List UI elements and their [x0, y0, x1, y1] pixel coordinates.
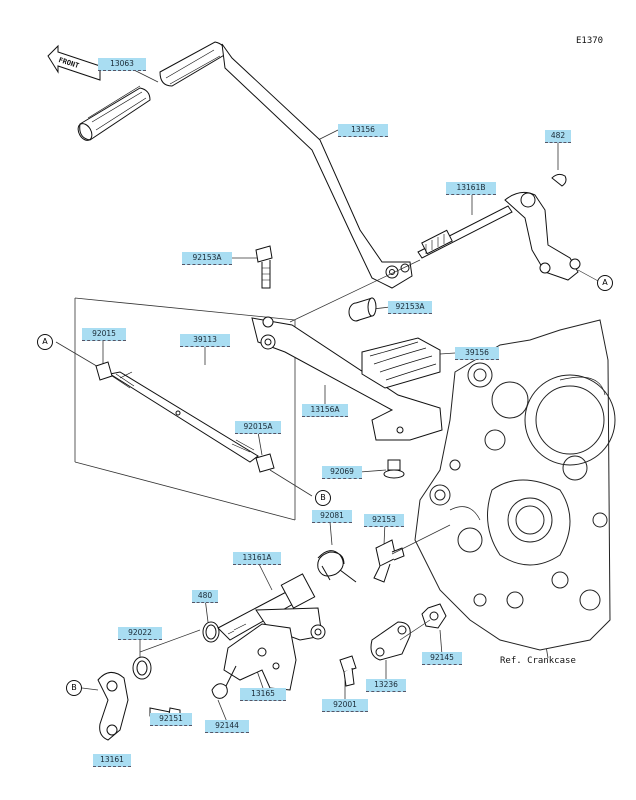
crankcase — [414, 319, 616, 651]
pedal-rubber — [77, 85, 151, 141]
ring-480 — [202, 621, 220, 643]
part-label-39113[interactable]: 39113 — [180, 334, 230, 347]
part-label-92144[interactable]: 92144 — [205, 720, 249, 733]
ref-circle-b-left: B — [66, 680, 82, 696]
part-label-39156[interactable]: 39156 — [455, 347, 499, 360]
bolt-92001 — [339, 655, 357, 687]
part-label-13161[interactable]: 13161 — [93, 754, 131, 767]
pin-92153 — [373, 539, 405, 583]
part-label-13161a[interactable]: 13161A — [233, 552, 281, 565]
part-label-13156a[interactable]: 13156A — [302, 404, 348, 417]
part-label-13236[interactable]: 13236 — [366, 679, 406, 692]
nut-92145 — [421, 603, 447, 629]
part-label-92153a-upper[interactable]: 92153A — [182, 252, 232, 265]
spring-92144 — [211, 665, 237, 699]
bolt-92153a-upper — [255, 245, 273, 289]
bolt-92069 — [383, 459, 405, 479]
part-label-92001[interactable]: 92001 — [322, 699, 368, 712]
shaft-b — [417, 173, 581, 281]
part-label-92151[interactable]: 92151 — [150, 713, 192, 726]
part-label-13161b[interactable]: 13161B — [446, 182, 496, 195]
part-label-482[interactable]: 482 — [545, 130, 571, 143]
part-label-480[interactable]: 480 — [192, 590, 218, 603]
ref-circle-a-right: A — [597, 275, 613, 291]
ref-crankcase-label: Ref. Crankcase — [500, 656, 576, 666]
part-label-92145[interactable]: 92145 — [422, 652, 462, 665]
washer-92022 — [132, 656, 152, 680]
part-label-13156[interactable]: 13156 — [338, 124, 388, 137]
part-label-92069[interactable]: 92069 — [322, 466, 362, 479]
part-label-13063[interactable]: 13063 — [98, 58, 146, 71]
part-label-92022[interactable]: 92022 — [118, 627, 162, 640]
pedal-rubber-39156 — [361, 337, 441, 389]
part-label-92153[interactable]: 92153 — [364, 514, 404, 527]
assembly-lines — [81, 259, 601, 691]
ref-circle-a-left: A — [37, 334, 53, 350]
spring-92081 — [317, 550, 357, 583]
diagram-code: E1370 — [576, 36, 604, 46]
part-label-92081[interactable]: 92081 — [312, 510, 352, 523]
part-label-92153a-lower[interactable]: 92153A — [388, 301, 432, 314]
ref-circle-b-right: B — [315, 490, 331, 506]
part-label-92015[interactable]: 92015 — [82, 328, 126, 341]
part-label-13165[interactable]: 13165 — [240, 688, 286, 701]
plate-13236 — [370, 621, 411, 661]
arm-13161 — [97, 672, 129, 741]
part-label-92015a[interactable]: 92015A — [235, 421, 281, 434]
collar-92153a-lower — [348, 297, 377, 322]
shaft-13161a — [217, 573, 326, 641]
shift-rod — [95, 361, 275, 473]
front-arrow-icon — [47, 44, 101, 81]
lever-13156a — [251, 316, 443, 441]
